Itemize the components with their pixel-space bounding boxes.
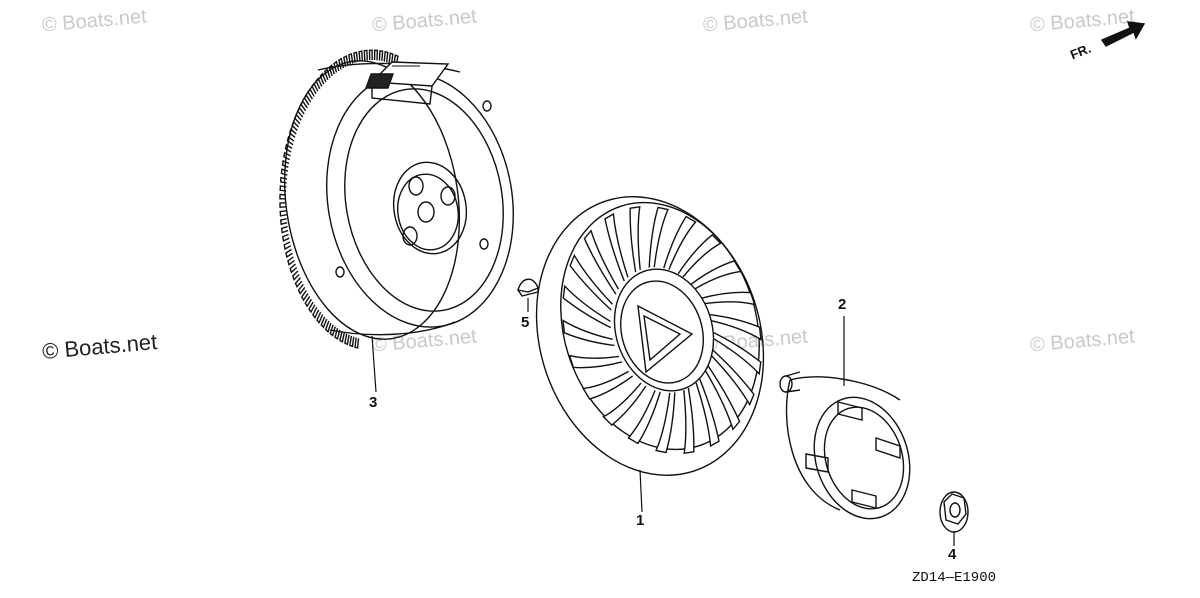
gear-tooth	[349, 335, 355, 348]
diagram-code: ZD14—E1900	[912, 570, 997, 586]
callout-starter-pulley: 2	[838, 296, 847, 313]
callout-flywheel: 3	[369, 394, 378, 411]
fan-blades	[562, 205, 762, 455]
gear-tooth	[339, 331, 346, 343]
gear-tooth	[279, 202, 287, 209]
gear-tooth	[291, 270, 300, 281]
fan-blade	[655, 392, 676, 454]
gear-tooth	[373, 49, 379, 61]
gear-tooth	[383, 50, 389, 63]
gear-tooth	[319, 72, 327, 85]
gear-tooth	[282, 233, 290, 242]
gear-tooth	[279, 193, 287, 200]
front-direction-arrow	[1100, 21, 1146, 47]
gear-tooth	[304, 296, 312, 308]
fan-blade	[712, 331, 762, 376]
fan-blade	[562, 284, 612, 329]
gear-tooth	[393, 54, 399, 66]
gear-tooth	[353, 51, 359, 63]
callout-key: 5	[521, 314, 530, 331]
fan-blade	[701, 291, 756, 306]
gear-tooth	[308, 301, 316, 314]
gear-tooth	[289, 263, 298, 274]
fan-blade	[627, 390, 661, 445]
callout-fan: 1	[636, 512, 645, 529]
gear-tooth	[287, 256, 295, 266]
fan-blade	[629, 205, 641, 273]
fan-blade	[648, 206, 669, 268]
fan-blade	[582, 370, 634, 400]
gear-tooth	[354, 337, 360, 349]
leader-lines	[371, 298, 955, 546]
gear-tooth	[388, 52, 394, 64]
gear-tooth	[297, 283, 306, 295]
fan-blade	[568, 354, 623, 369]
gear-tooth	[284, 143, 293, 153]
starter-pulley-part	[779, 371, 911, 520]
gear-teeth	[279, 49, 399, 349]
gear-tooth	[348, 53, 354, 65]
flywheel-part	[279, 49, 514, 349]
fan-blade	[602, 382, 647, 427]
gear-tooth	[320, 316, 328, 329]
gear-tooth	[280, 218, 288, 226]
fan-blade	[663, 215, 697, 270]
gear-tooth	[312, 306, 320, 319]
gear-tooth	[328, 64, 335, 77]
fan-blade	[704, 365, 741, 431]
gear-tooth	[334, 328, 341, 341]
gear-tooth	[294, 277, 303, 289]
fan-blade	[683, 387, 695, 455]
flange-nut-part	[939, 491, 969, 533]
gear-tooth	[344, 333, 350, 346]
gear-tooth	[285, 248, 293, 259]
fan-blade	[695, 378, 720, 448]
gear-tooth	[358, 50, 364, 62]
gear-tooth	[343, 55, 349, 67]
fan-blade	[690, 260, 742, 290]
callout-nut: 4	[948, 546, 957, 563]
fan-blade	[677, 233, 722, 278]
fan-blade	[711, 349, 755, 407]
gear-tooth	[283, 241, 292, 251]
gear-tooth	[280, 225, 289, 234]
fan-blade	[562, 319, 615, 347]
fan-blade	[583, 229, 620, 295]
gear-tooth	[378, 49, 384, 61]
cooling-fan-part	[535, 196, 765, 476]
fan-blade	[604, 212, 629, 282]
gear-tooth	[324, 320, 332, 333]
gear-tooth	[368, 49, 373, 61]
gear-tooth	[279, 210, 287, 217]
fan-blade	[569, 253, 613, 311]
gear-tooth	[279, 176, 288, 184]
gear-tooth	[316, 311, 324, 324]
woodruff-key-part	[517, 278, 539, 297]
gear-tooth	[279, 185, 287, 192]
gear-tooth	[300, 290, 309, 302]
gear-tooth	[283, 151, 291, 161]
gear-tooth	[286, 135, 295, 146]
fan-blade	[709, 313, 762, 341]
gear-tooth	[363, 49, 368, 61]
gear-tooth	[323, 68, 331, 81]
